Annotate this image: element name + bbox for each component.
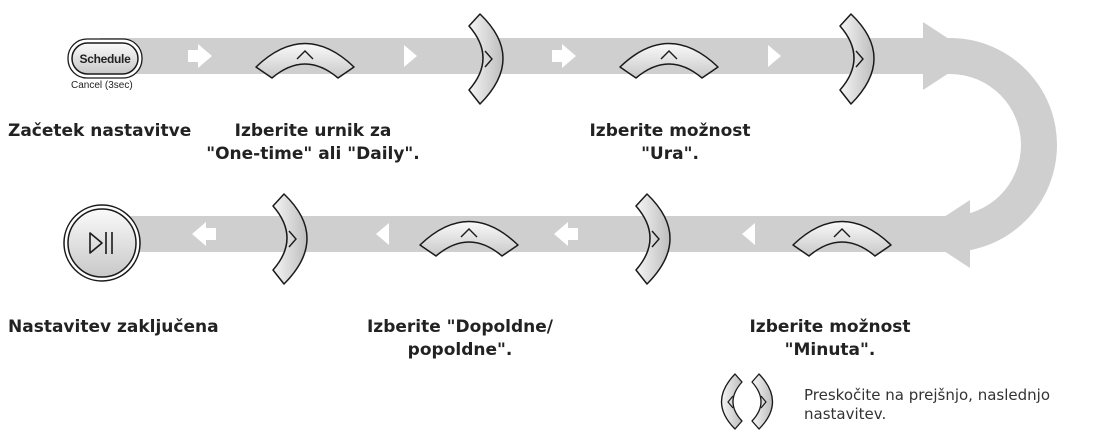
up-arrow-button-icon — [255, 42, 355, 79]
right-chevron-button-icon — [468, 13, 504, 105]
right-chevron-button-icon — [839, 13, 875, 105]
right-chevron-button-icon — [751, 373, 773, 430]
step-label-finish: Nastavitev zaključena — [8, 317, 219, 337]
direction-arrow — [376, 223, 389, 245]
up-arrow-button-icon — [419, 220, 519, 257]
direction-arrow — [404, 45, 417, 67]
right-chevron-button-icon — [635, 193, 671, 285]
up-arrow-button-icon — [619, 42, 719, 79]
legend-description: Preskočite na prejšnjo, naslednjo nastav… — [804, 386, 1050, 423]
flow-band-arrowhead — [923, 22, 975, 90]
cancel-hint: Cancel (3sec) — [71, 80, 133, 91]
direction-arrow — [188, 44, 212, 68]
direction-arrow — [554, 222, 578, 246]
play-pause-button-icon — [63, 204, 141, 282]
step-label-schedule-type: Izberite urnik za "One-time" ali "Daily"… — [206, 121, 420, 164]
direction-arrow — [742, 223, 755, 245]
step-label-minute: Izberite možnost "Minuta". — [749, 317, 911, 360]
step-label-am-pm: Izberite "Dopoldne/ popoldne". — [366, 317, 554, 360]
step-label-hour: Izberite možnost "Ura". — [589, 121, 751, 164]
up-arrow-button-icon — [792, 220, 892, 257]
schedule-button-label: Schedule — [79, 52, 131, 66]
direction-arrow — [768, 45, 781, 67]
left-chevron-button-icon — [721, 373, 743, 430]
flow-band-arrowhead-return — [918, 200, 970, 268]
direction-arrow — [552, 44, 576, 68]
step-label-start: Začetek nastavitve — [8, 121, 192, 141]
schedule-button-icon — [67, 38, 143, 79]
right-chevron-button-icon — [272, 193, 308, 285]
direction-arrow — [192, 222, 216, 246]
